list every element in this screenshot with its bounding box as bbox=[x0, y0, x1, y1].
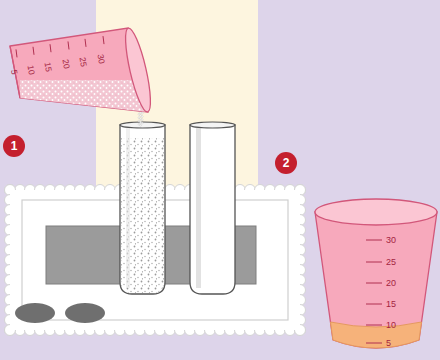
measuring-cup bbox=[315, 199, 437, 348]
callout-number: 1 bbox=[3, 135, 25, 157]
scale-mark: 20 bbox=[61, 59, 71, 70]
scale-mark: 15 bbox=[43, 62, 53, 73]
scale-mark: 25 bbox=[386, 258, 396, 267]
scale-mark: 15 bbox=[386, 300, 396, 309]
scale-mark: 20 bbox=[386, 279, 396, 288]
test-tube bbox=[190, 122, 235, 294]
scale-mark: 5 bbox=[9, 69, 18, 75]
scale-mark: 5 bbox=[386, 339, 391, 348]
pouring-grains bbox=[138, 110, 143, 126]
tilted-measuring-cup bbox=[10, 26, 155, 113]
callout-number: 2 bbox=[275, 152, 297, 174]
test-tube bbox=[120, 122, 165, 294]
scale-mark: 10 bbox=[26, 65, 36, 76]
scale-mark: 30 bbox=[386, 236, 396, 245]
scale-mark: 30 bbox=[96, 54, 106, 65]
scale-mark: 25 bbox=[78, 57, 88, 68]
scale-mark: 10 bbox=[386, 321, 396, 330]
